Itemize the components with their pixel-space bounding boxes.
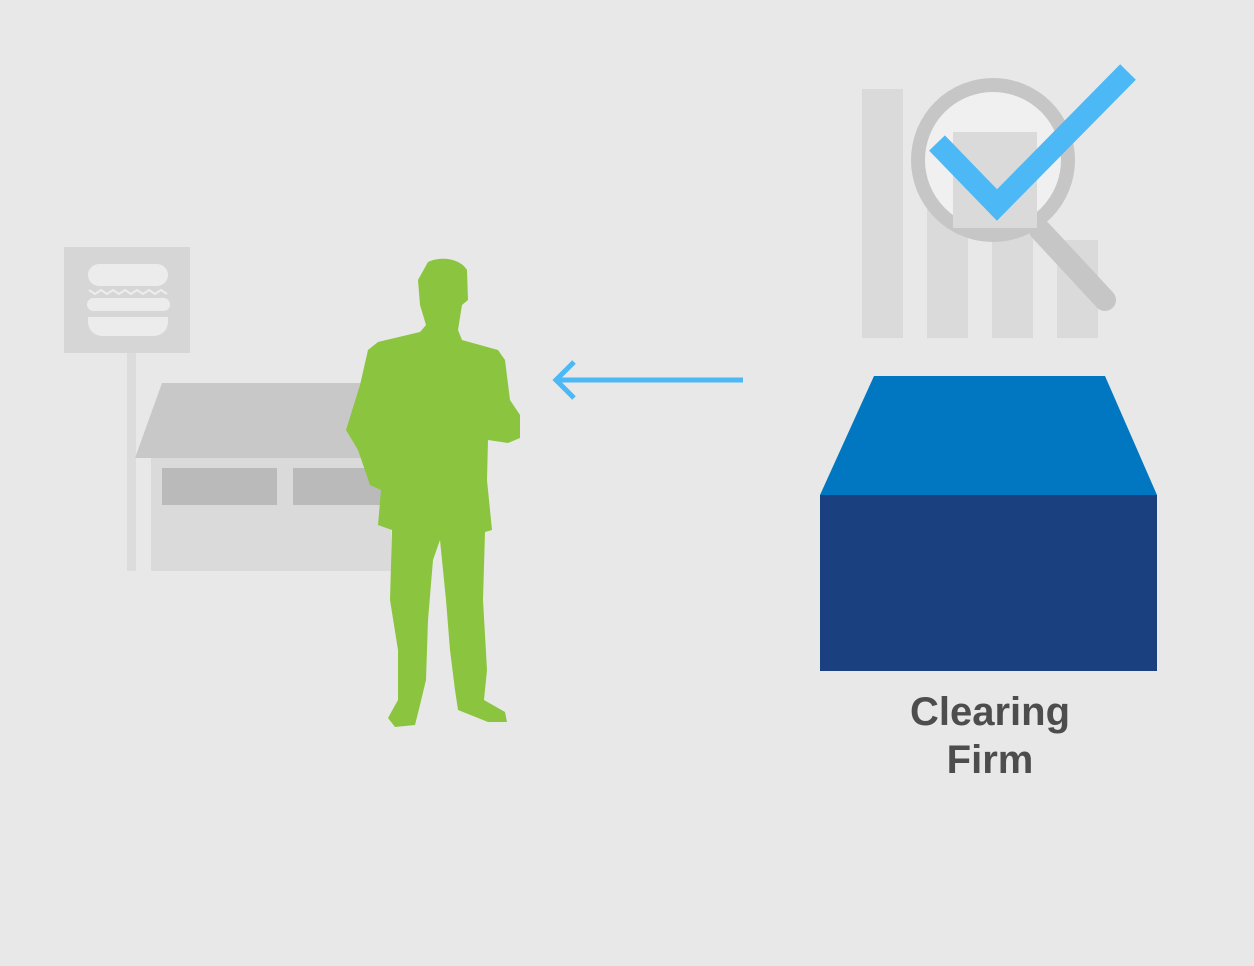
clearing-firm-label-line1: Clearing <box>909 690 1071 734</box>
clearing-firm-label: Clearing Firm <box>840 688 1140 784</box>
store-icon <box>135 383 391 571</box>
checkmark-icon <box>929 64 1136 221</box>
clearing-firm-label-line2: Firm <box>946 738 1034 782</box>
arrow-left-icon <box>552 360 743 400</box>
clearing-firm-box-icon <box>820 376 1157 671</box>
burger-sign-icon <box>64 247 190 571</box>
person-icon <box>346 258 520 727</box>
